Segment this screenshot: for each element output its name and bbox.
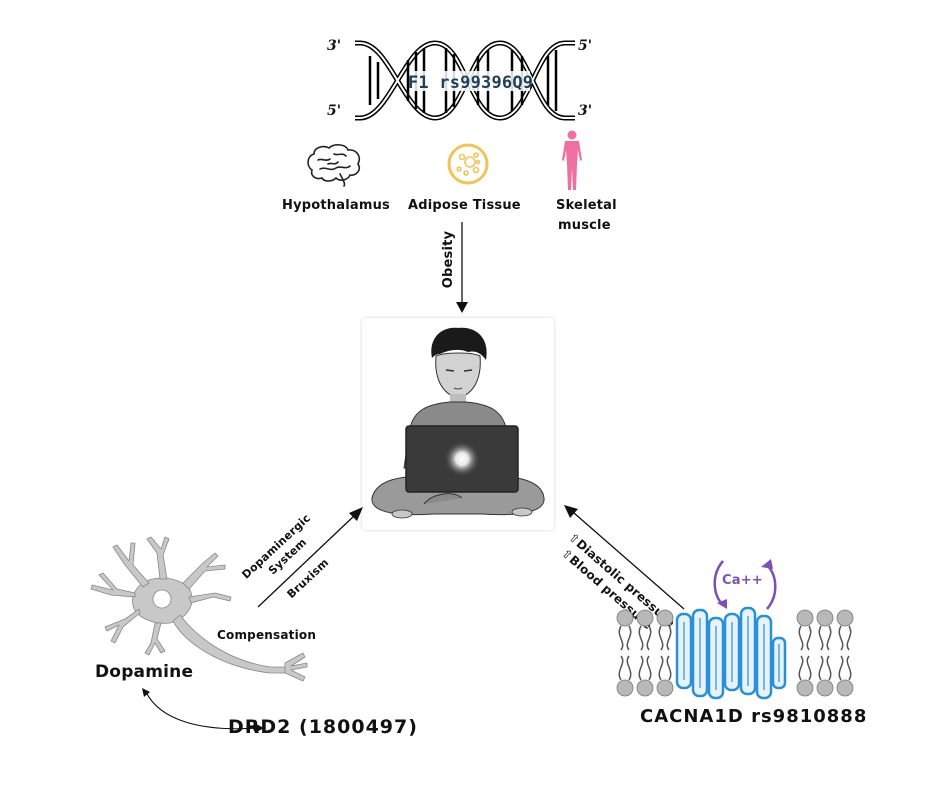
dna-section: 3' 5' 5' 3' F1 rs99396Q9 [0, 0, 950, 130]
drd2-label: DRD2 (1800497) [228, 716, 418, 738]
adipose-cell-icon [447, 143, 489, 185]
ca-ion-cycle-icon [713, 559, 777, 610]
obesity-arrow [456, 222, 468, 313]
tissue-label: muscle [558, 218, 611, 233]
boy-with-laptop-icon [371, 327, 545, 519]
center-illustration [362, 318, 554, 530]
cell-membrane-ion-channel-icon [616, 606, 854, 700]
dopamine-label: Dopamine [95, 662, 194, 682]
tissue-adipose: Adipose Tissue [408, 140, 528, 220]
dopaminergic-arrow [257, 507, 363, 608]
strand-label-top-right: 5' [578, 38, 593, 54]
strand-label-bottom-left: 5' [327, 103, 342, 119]
dopamine-drd2-curved-arrow [142, 688, 264, 733]
strand-label-bottom-right: 3' [578, 103, 593, 119]
brain-icon [307, 144, 361, 187]
obesity-label: Obesity [441, 230, 457, 289]
dna-helix-icon [355, 40, 575, 121]
cacna1d-label: CACNA1D rs9810888 [640, 706, 868, 727]
gene-label: F1 rs99396Q9 [408, 73, 534, 93]
tissue-label: Hypothalamus [282, 198, 390, 213]
human-body-icon [562, 130, 582, 190]
neuron-icon [90, 536, 308, 682]
strand-label-top-left: 3' [327, 38, 342, 54]
pressure-arrow [564, 505, 685, 610]
tissue-skeletal-muscle: Skeletal muscle [540, 130, 620, 240]
tissue-label: Adipose Tissue [408, 198, 521, 213]
tissue-hypothalamus: Hypothalamus [280, 140, 390, 220]
compensation-label: Compensation [217, 628, 317, 642]
tissue-label: Skeletal [556, 198, 617, 213]
ca-ion-label: Ca++ [722, 573, 763, 588]
